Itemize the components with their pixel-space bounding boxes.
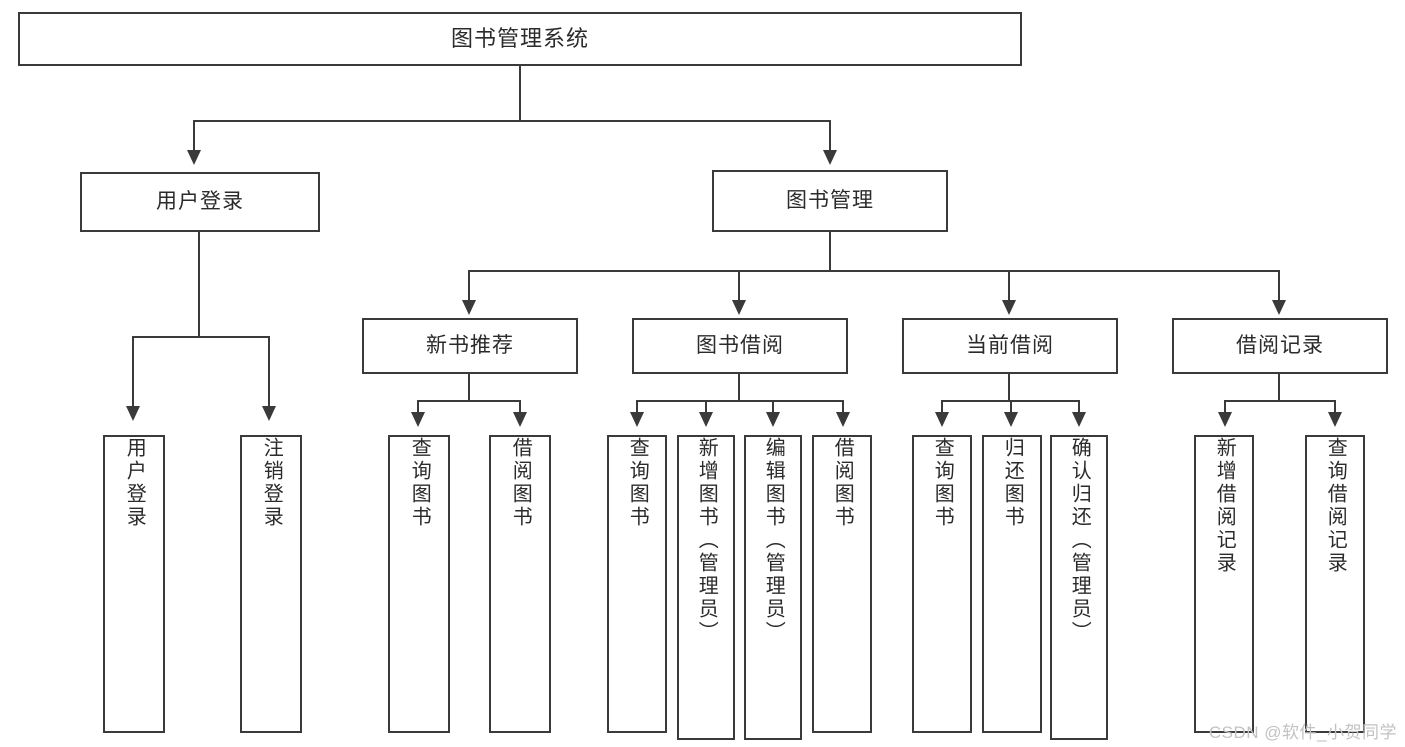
node-leaf-logout[interactable]: 注销登录 [240,435,302,733]
node-label: 图书借阅 [696,334,784,358]
node-book-management[interactable]: 图书管理 [712,170,948,232]
arrowhead-current-borrow [1002,300,1016,315]
connector-bb-bus [636,400,844,403]
connector-bm-drop-1 [468,270,471,302]
node-root-system[interactable]: 图书管理系统 [18,12,1022,66]
arrowhead-br-leaf-1 [1218,412,1232,427]
connector-bm-drop-4 [1278,270,1281,302]
node-label: 当前借阅 [966,334,1054,358]
node-label: 查询图书 [626,437,649,529]
node-leaf-borrow-book[interactable]: 借阅图书 [812,435,872,733]
arrowhead-cb-leaf-2 [1004,412,1018,427]
node-leaf-return-book[interactable]: 归还图书 [982,435,1042,733]
connector-br-stem [1278,374,1281,402]
arrowhead-nbr-leaf-2 [513,412,527,427]
connector-root-stem [519,66,522,122]
arrowhead-bb-leaf-4 [836,412,850,427]
connector-book-manage-bus [468,270,1280,273]
node-leaf-query-borrow-record[interactable]: 查询借阅记录 [1305,435,1365,733]
watermark-text: CSDN @软件_小贺同学 [1208,723,1397,742]
connector-bb-stem [738,374,741,402]
node-leaf-query-book-recommend[interactable]: 查询图书 [388,435,450,733]
arrowhead-bb-leaf-1 [630,412,644,427]
connector-nbr-stem [468,374,471,402]
connector-root-bus [193,120,831,123]
connector-bb-drop-2 [705,400,708,414]
node-borrow-record[interactable]: 借阅记录 [1172,318,1388,374]
node-book-borrow[interactable]: 图书借阅 [632,318,848,374]
node-label: 用户登录 [156,190,244,214]
node-label: 借阅记录 [1236,334,1324,358]
connector-br-drop-1 [1224,400,1227,414]
arrowhead-root-to-user-login [187,150,201,165]
node-leaf-user-login[interactable]: 用户登录 [103,435,165,733]
connector-user-login-drop-1 [132,336,135,408]
node-label: 注销登录 [260,437,283,529]
arrowhead-new-book-recommend [462,300,476,315]
node-leaf-add-borrow-record[interactable]: 新增借阅记录 [1194,435,1254,733]
arrowhead-cb-leaf-3 [1072,412,1086,427]
connector-bb-drop-4 [842,400,845,414]
connector-br-drop-2 [1334,400,1337,414]
connector-nbr-drop-1 [417,400,420,414]
node-label: 借阅图书 [509,437,532,529]
connector-root-to-book-manage [829,120,832,152]
arrowhead-bb-leaf-3 [766,412,780,427]
arrowhead-cb-leaf-1 [935,412,949,427]
node-label: 新书推荐 [426,334,514,358]
node-leaf-edit-book-admin[interactable]: 编辑图书（管理员） [744,435,802,740]
node-label: 图书管理系统 [450,25,589,51]
arrowhead-bb-leaf-2 [699,412,713,427]
node-label: 查询图书 [931,437,954,529]
node-leaf-borrow-book-recommend[interactable]: 借阅图书 [489,435,551,733]
node-label: 查询图书 [408,437,431,529]
arrowhead-br-leaf-2 [1328,412,1342,427]
node-label: 编辑图书（管理员） [762,437,785,644]
node-label: 图书管理 [786,189,874,213]
connector-cb-drop-2 [1010,400,1013,414]
connector-bm-drop-3 [1008,270,1011,302]
node-label: 归还图书 [1001,437,1024,529]
node-leaf-add-book-admin[interactable]: 新增图书（管理员） [677,435,735,740]
arrowhead-book-borrow [732,300,746,315]
node-label: 用户登录 [123,437,146,529]
node-leaf-confirm-return-admin[interactable]: 确认归还（管理员） [1050,435,1108,740]
arrowhead-user-login-leaf-2 [262,406,276,421]
node-leaf-query-book-current[interactable]: 查询图书 [912,435,972,733]
connector-nbr-bus [417,400,521,403]
connector-cb-stem [1008,374,1011,402]
connector-bb-drop-3 [772,400,775,414]
connector-root-to-user-login [193,120,196,152]
connector-nbr-drop-2 [519,400,522,414]
connector-cb-drop-3 [1078,400,1081,414]
node-new-book-recommend[interactable]: 新书推荐 [362,318,578,374]
arrowhead-borrow-record [1272,300,1286,315]
connector-br-bus [1224,400,1336,403]
connector-bm-drop-2 [738,270,741,302]
node-label: 确认归还（管理员） [1068,437,1091,644]
connector-bb-drop-1 [636,400,639,414]
arrowhead-user-login-leaf-1 [126,406,140,421]
node-label: 借阅图书 [831,437,854,529]
arrowhead-nbr-leaf-1 [411,412,425,427]
connector-user-login-drop-2 [268,336,271,408]
connector-book-manage-stem [829,232,832,272]
node-label: 新增借阅记录 [1213,437,1236,575]
connector-user-login-stem [198,232,201,338]
arrowhead-root-to-book-manage [823,150,837,165]
node-current-borrow[interactable]: 当前借阅 [902,318,1118,374]
node-label: 查询借阅记录 [1324,437,1347,575]
node-user-login[interactable]: 用户登录 [80,172,320,232]
node-leaf-query-book-borrow[interactable]: 查询图书 [607,435,667,733]
connector-cb-drop-1 [941,400,944,414]
node-label: 新增图书（管理员） [695,437,718,644]
connector-user-login-bus [132,336,268,339]
